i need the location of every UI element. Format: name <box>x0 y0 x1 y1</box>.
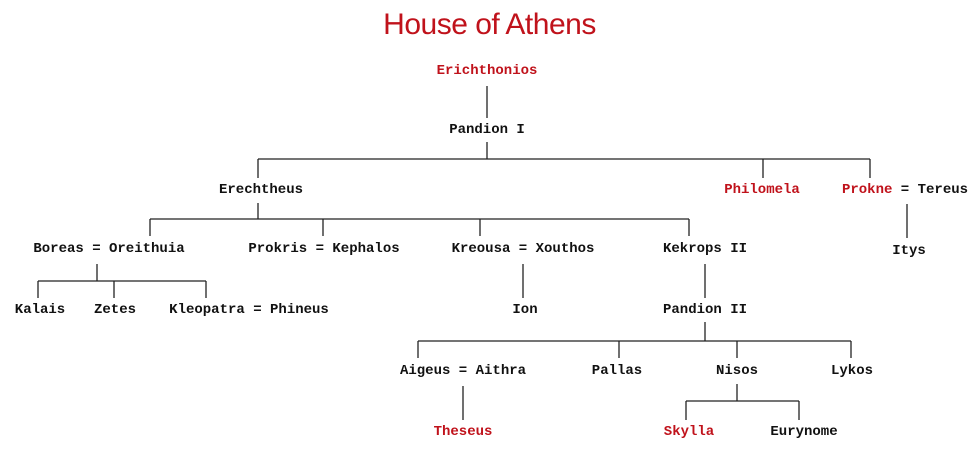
person-zetes: Zetes <box>93 302 137 318</box>
couple-aigeus-aithra: Aigeus = Aithra <box>400 363 526 379</box>
marriage-sign: = <box>253 302 262 318</box>
person-oreithuia: Oreithuia <box>109 241 185 257</box>
person-eurynome: Eurynome <box>770 424 838 440</box>
person-kephalos: Kephalos <box>332 241 400 257</box>
marriage-sign: = <box>518 241 528 257</box>
person-ion: Ion <box>512 302 538 318</box>
person-pallas: Pallas <box>591 363 643 379</box>
marriage-sign: = <box>458 363 468 379</box>
person-xouthos: Xouthos <box>535 241 595 257</box>
marriage-sign: = <box>92 241 101 257</box>
couple-kreousa-xouthos: Kreousa = Xouthos <box>452 241 595 257</box>
person-phineus: Phineus <box>270 302 329 318</box>
couple-boreas-oreithuia: Boreas = Oreithuia <box>33 241 184 257</box>
person-prokris: Prokris <box>248 241 308 257</box>
person-kleopatra: Kleopatra <box>169 302 245 318</box>
marriage-sign: = <box>315 241 324 257</box>
couple-prokris-kephalos: Prokris = Kephalos <box>248 241 399 257</box>
person-erichthonios: Erichthonios <box>436 63 538 79</box>
person-prokne: Prokne <box>841 182 893 198</box>
diagram-title: House of Athens <box>383 8 596 41</box>
person-aithra: Aithra <box>475 363 527 379</box>
person-tereus: Tereus <box>917 182 969 198</box>
person-pandion-ii: Pandion II <box>662 302 748 318</box>
person-kekrops-ii: Kekrops II <box>662 241 748 257</box>
person-pandion-i: Pandion I <box>449 122 525 138</box>
person-kreousa: Kreousa <box>451 241 511 257</box>
person-erechtheus: Erechtheus <box>218 182 304 198</box>
person-theseus: Theseus <box>433 424 493 440</box>
person-kalais: Kalais <box>14 302 66 318</box>
person-nisos: Nisos <box>715 363 759 379</box>
person-itys: Itys <box>892 243 926 259</box>
person-philomela: Philomela <box>724 182 800 198</box>
person-aigeus: Aigeus <box>399 363 451 379</box>
person-boreas: Boreas <box>33 241 84 257</box>
couple-kleopatra-phineus: Kleopatra = Phineus <box>169 302 329 318</box>
person-skylla: Skylla <box>663 424 715 440</box>
person-lykos: Lykos <box>830 363 874 379</box>
marriage-sign: = <box>900 182 910 198</box>
couple-prokne-tereus: Prokne = Tereus <box>842 182 968 198</box>
